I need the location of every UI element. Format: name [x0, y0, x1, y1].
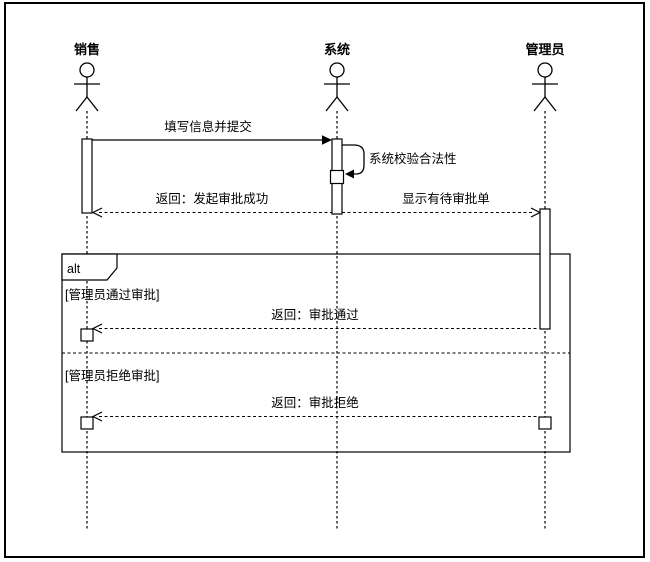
page-border	[4, 2, 645, 558]
message-submit-label: 填写信息并提交	[164, 119, 252, 134]
arrowhead-open-left-icon	[91, 207, 103, 218]
actor-system-label: 系统	[324, 42, 350, 57]
message-self-validate-loop	[342, 144, 365, 175]
actor-system-figure-icon	[324, 62, 350, 112]
activation-marker-admin-rejected	[538, 416, 552, 430]
activation-admin	[539, 208, 551, 330]
actor-sales-figure-icon	[74, 62, 100, 112]
message-return-rejected: 返回：审批拒绝	[80, 395, 552, 430]
arrowhead-open-right-icon	[530, 207, 542, 218]
arrowhead-filled-left-icon	[345, 169, 354, 179]
actor-sales: 销售	[74, 42, 100, 112]
actor-sales-label: 销售	[74, 42, 100, 57]
nested-activation-system	[329, 169, 345, 185]
message-return-initiated: 返回：发起审批成功	[91, 191, 332, 218]
actor-system: 系统	[324, 42, 350, 112]
alt-operator-label: alt	[67, 262, 81, 276]
message-return-rejected-label: 返回：审批拒绝	[271, 395, 359, 410]
actor-admin: 管理员	[525, 42, 565, 112]
alt-guard-approve: [管理员通过审批]	[65, 287, 159, 302]
actor-admin-figure-icon	[532, 62, 558, 112]
alt-frame: alt [管理员通过审批] [管理员拒绝审批]	[61, 253, 571, 453]
activation-marker-sales-rejected	[80, 416, 94, 430]
message-show-pending: 显示有待审批单	[342, 191, 542, 218]
alt-frame-tab	[61, 253, 118, 281]
arrowhead-filled-right-icon	[322, 135, 332, 145]
message-return-approved-label: 返回：审批通过	[271, 307, 359, 322]
message-self-validate: 系统校验合法性	[329, 144, 457, 185]
message-return-approved: 返回：审批通过	[80, 307, 539, 342]
activation-sales	[81, 138, 93, 214]
message-return-initiated-label: 返回：发起审批成功	[156, 191, 269, 206]
actor-admin-label: 管理员	[525, 42, 564, 57]
activation-marker-sales-approved	[80, 328, 94, 342]
message-show-pending-label: 显示有待审批单	[402, 191, 490, 206]
message-self-validate-label: 系统校验合法性	[369, 151, 457, 166]
message-submit: 填写信息并提交	[92, 119, 332, 145]
alt-guard-reject: [管理员拒绝审批]	[65, 368, 159, 383]
